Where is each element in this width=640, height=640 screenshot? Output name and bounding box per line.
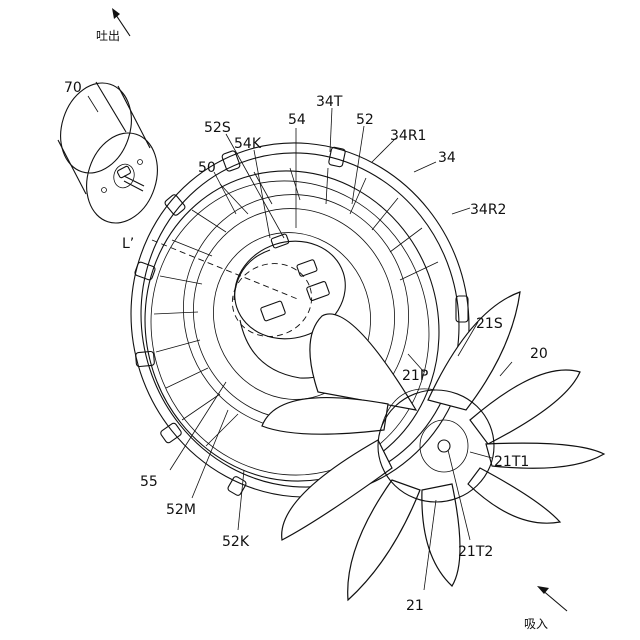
label-motor: 70 [64, 80, 82, 96]
label-52s: 52S [204, 120, 231, 136]
label-21t1: 21T1 [494, 454, 529, 470]
fan-drawing [262, 292, 604, 600]
label-20: 20 [530, 346, 548, 362]
motor-drawing [49, 74, 168, 233]
label-34: 34 [438, 150, 456, 166]
intake-label: 吸入 [524, 617, 548, 631]
label-34t: 34T [316, 94, 343, 110]
label-21p: 21P [402, 368, 428, 384]
label-21: 21 [406, 598, 424, 614]
label-34r1: 34R1 [390, 128, 426, 144]
label-54: 54 [288, 112, 306, 128]
label-50: 50 [198, 160, 216, 176]
label-54k: 54K [234, 136, 262, 152]
label-21t2: 21T2 [458, 544, 493, 560]
label-52k: 52K [222, 534, 250, 550]
label-34r2: 34R2 [470, 202, 506, 218]
label-55: 55 [140, 474, 158, 490]
label-21s: 21S [476, 316, 503, 332]
label-52: 52 [356, 112, 374, 128]
label-52m: 52M [166, 502, 196, 518]
discharge-label: 吐出 [96, 29, 120, 43]
label-axis-l: L’ [122, 236, 134, 252]
intake-arrow [537, 586, 567, 611]
